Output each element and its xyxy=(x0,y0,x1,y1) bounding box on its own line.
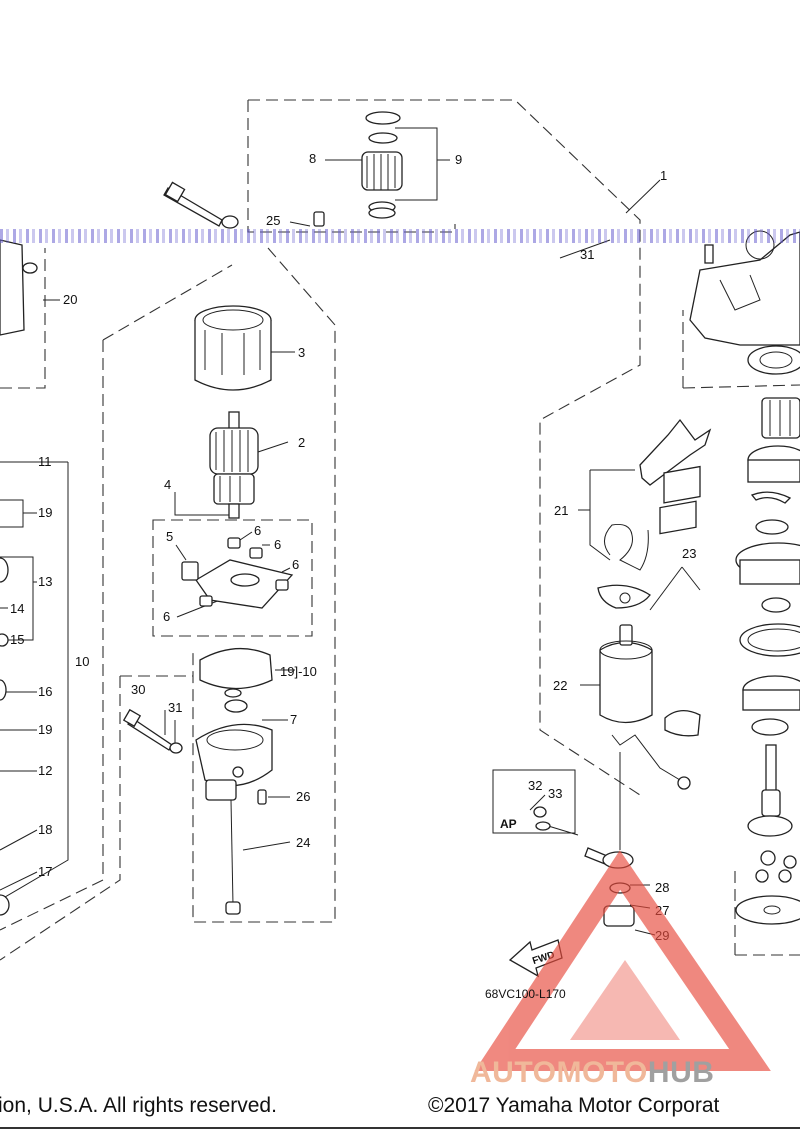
callout-7: 7 xyxy=(290,712,297,727)
part-shift-lever xyxy=(604,418,712,571)
callout-19b: 19 xyxy=(38,722,52,737)
part-bolt-30 xyxy=(122,708,183,754)
callout-1: 1 xyxy=(660,168,667,183)
callout-5: 5 xyxy=(166,529,173,544)
callout-labels: 1 2 3 4 5 6 6 6 6 6 7 8 9 10 19]-10 11 1… xyxy=(10,151,696,943)
part-pinion-assembly xyxy=(313,111,403,227)
ap-label: AP xyxy=(500,817,517,831)
callout-6d: 6 xyxy=(163,609,170,624)
watermark-logo xyxy=(474,850,771,1071)
callout-22: 22 xyxy=(553,678,567,693)
callout-6a: 6 xyxy=(254,523,261,538)
bottom-rule xyxy=(0,1127,800,1129)
callout-23: 23 xyxy=(682,546,696,561)
lead-lines xyxy=(0,127,701,936)
watermark-text: AUTOMOTOHUB xyxy=(470,1056,714,1090)
part-yoke xyxy=(194,305,272,391)
part-20-left xyxy=(0,239,38,336)
footer-copyright-right: ©2017 Yamaha Motor Corporat xyxy=(428,1094,720,1117)
part-drive-gear-stack xyxy=(735,397,800,925)
callout-21: 21 xyxy=(554,503,568,518)
callout-18: 18 xyxy=(38,822,52,837)
callout-24: 24 xyxy=(296,835,310,850)
callout-8: 8 xyxy=(309,151,316,166)
left-edge-parts xyxy=(0,557,10,916)
callout-31a: 31 xyxy=(168,700,182,715)
callout-16: 16 xyxy=(38,684,52,699)
part-armature xyxy=(209,411,259,519)
callout-20: 20 xyxy=(63,292,77,307)
callout-19-10: 19]-10 xyxy=(280,664,317,679)
callout-26: 26 xyxy=(296,789,310,804)
callout-4: 4 xyxy=(164,477,171,492)
scan-artifact-band xyxy=(0,229,800,243)
callout-13: 13 xyxy=(38,574,52,589)
callout-6c: 6 xyxy=(292,557,299,572)
callout-31b: 31 xyxy=(580,247,594,262)
watermark-text-part1: AUTOMOTO xyxy=(470,1056,648,1089)
callout-6b: 6 xyxy=(274,537,281,552)
part-through-bolt-top xyxy=(163,181,239,229)
callout-33: 33 xyxy=(548,786,562,801)
callout-17: 17 xyxy=(38,864,52,879)
part-starter-housing xyxy=(689,230,800,375)
callout-25: 25 xyxy=(266,213,280,228)
callout-3: 3 xyxy=(298,345,305,360)
callout-12: 12 xyxy=(38,763,52,778)
callout-14: 14 xyxy=(10,601,24,616)
footer-copyright-left: ion, U.S.A. All rights reserved. xyxy=(0,1094,277,1117)
callout-2: 2 xyxy=(298,435,305,450)
watermark-text-part2: HUB xyxy=(647,1056,715,1089)
callout-10: 10 xyxy=(75,654,89,669)
callout-30: 30 xyxy=(131,682,145,697)
part-end-cover xyxy=(195,647,273,915)
callout-11: 11 xyxy=(38,454,52,469)
part-brush-holder xyxy=(181,537,294,609)
callout-9: 9 xyxy=(455,152,462,167)
part-solenoid xyxy=(597,465,701,790)
callout-15: 15 xyxy=(10,632,24,647)
diagram-code: 68VC100-L170 xyxy=(485,987,566,1001)
callout-19a: 19 xyxy=(38,505,52,520)
callout-28: 28 xyxy=(655,880,669,895)
callout-32: 32 xyxy=(528,778,542,793)
